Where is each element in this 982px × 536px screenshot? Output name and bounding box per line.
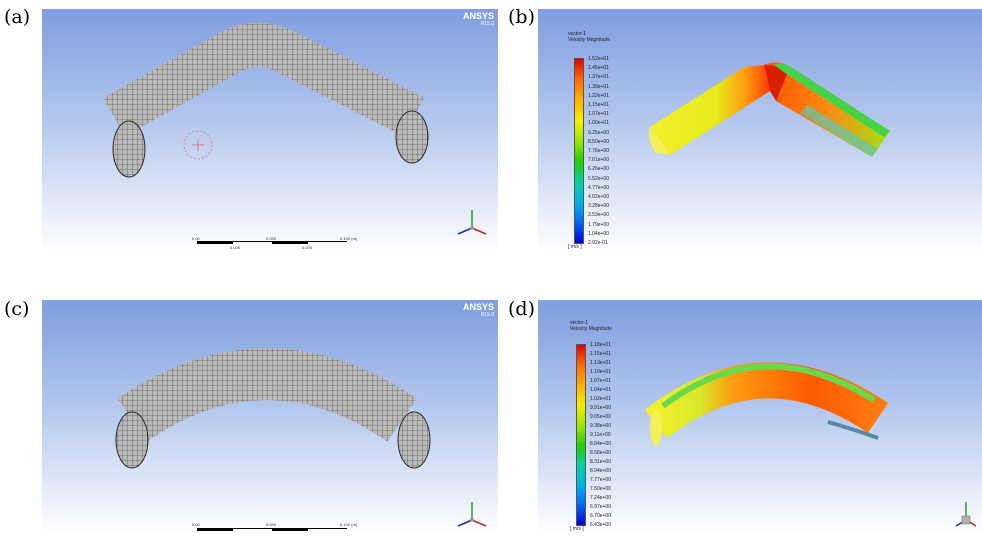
axis-triad-icon [457,210,487,235]
velocity-colorbar [574,58,584,244]
ansys-logo: ANSYS R15.0 [462,302,494,319]
velocity-vector-field [644,362,889,446]
unit-label: [ m/s ] [570,526,584,532]
panel-label-a: (a) [4,6,31,28]
ansys-logo: ANSYS R15.0 [462,11,494,28]
legend-title: vector-1 Velocity Magnitude [570,320,612,332]
mesh-elbow-pipe [103,23,429,178]
velocity-colorbar [576,344,586,526]
mesh-view-straight-elbow[interactable]: ANSYS R15.0 0.00 0.050 0.100 (m) 0.025 0… [42,9,498,253]
velocity-view-curved-elbow[interactable]: vector-1 Velocity Magnitude 1.18e+01 1.1… [538,300,982,534]
axis-triad-icon [955,502,977,527]
panel-label-d: (d) [508,298,535,320]
mesh-view-curved-elbow[interactable]: ANSYS R15.0 0.00 0.050 0.100 (m) [42,300,498,534]
mesh-curved-pipe [115,348,431,469]
panel-label-b: (b) [508,6,535,28]
velocity-view-straight-elbow[interactable]: vector-1 Velocity Magnitude 1.52e+01 1.4… [538,9,982,253]
scale-bar: 0.00 0.050 0.100 (m) 0.025 0.075 [192,236,358,250]
panel-label-c: (c) [4,298,30,320]
velocity-vector-field [648,62,890,157]
axis-triad-icon [457,502,487,527]
legend-title: vector-1 Velocity Magnitude [568,31,610,43]
unit-label: [ m/s ] [568,244,582,250]
scale-bar: 0.00 0.050 0.100 (m) [192,522,357,534]
